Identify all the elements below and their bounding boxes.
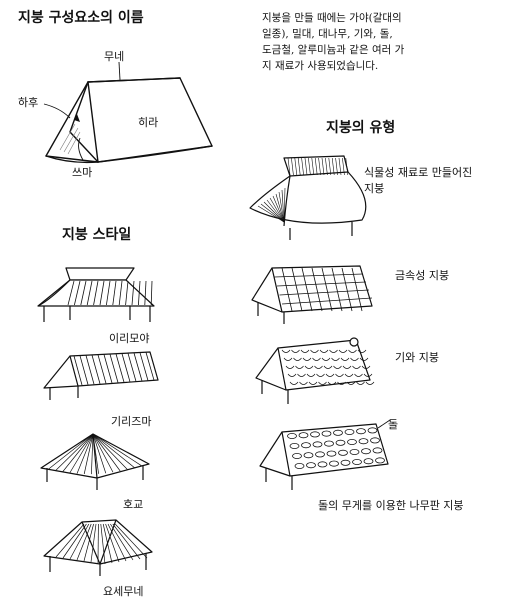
- tile-roof-illustration: [252, 336, 382, 408]
- materials-description: 지붕을 만들 때에는 가야(갈대의 일종), 밀대, 대나무, 기와, 돌, 도…: [262, 10, 502, 74]
- description-line: 도금철, 알루미늄과 같은 여러 가: [262, 44, 405, 56]
- kirizuma-roof-illustration: [40, 348, 160, 408]
- tent-roof-anatomy-diagram: [30, 60, 220, 190]
- label-hip-end: 하후: [18, 96, 39, 109]
- type-label-tile: 기와 지붕: [395, 351, 439, 364]
- style-label-irimoya: 이리모야: [109, 332, 150, 345]
- yosemune-roof-illustration: [38, 514, 158, 580]
- thatched-roof-illustration: [244, 150, 374, 242]
- type-label-thatched: 식물성 재료로 만들어진 지붕: [364, 165, 472, 197]
- type-label-line: 식물성 재료로 만들어진: [364, 166, 473, 179]
- label-ridge: 무네: [104, 50, 125, 63]
- hogyo-roof-illustration: [35, 428, 155, 492]
- stone-callout-label: 돌: [388, 418, 399, 431]
- description-line: 지붕을 만들 때에는 가야(갈대의: [262, 12, 402, 24]
- style-label-hogyo: 호교: [123, 498, 144, 511]
- description-line: 지 재료가 사용되었습니다.: [262, 60, 379, 72]
- types-title: 지붕의 유형: [326, 120, 396, 136]
- description-line: 일종), 밀대, 대나무, 기와, 돌,: [262, 28, 393, 40]
- styles-title: 지붕 스타일: [62, 227, 132, 243]
- type-label-stone-board: 돌의 무게를 이용한 나무판 지붕: [318, 499, 464, 512]
- irimoya-roof-illustration: [30, 262, 160, 332]
- stone-board-roof-illustration: [256, 416, 396, 496]
- label-gable: 쓰마: [72, 166, 93, 179]
- metal-roof-illustration: [248, 262, 378, 328]
- style-label-kirizuma: 기리즈마: [111, 415, 152, 428]
- label-slope: 히라: [138, 116, 159, 129]
- type-label-line: 지붕: [364, 182, 385, 195]
- type-label-metal: 금속성 지붕: [395, 269, 450, 282]
- anatomy-title: 지붕 구성요소의 이름: [18, 10, 144, 26]
- style-label-yosemune: 요세무네: [103, 585, 144, 598]
